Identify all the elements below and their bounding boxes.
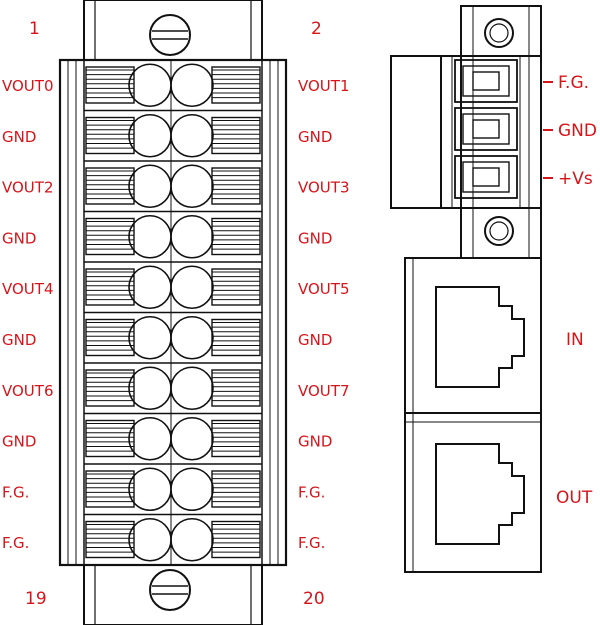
- right-pin-label: GND: [298, 331, 332, 349]
- pin-number-1: 1: [29, 19, 40, 39]
- left-pin-label: GND: [2, 433, 36, 451]
- power-terminal: [454, 107, 518, 151]
- pin-row: [84, 311, 262, 360]
- top-mount-hole-icon: [484, 18, 514, 48]
- pin-row: [84, 160, 262, 209]
- pin-row: [84, 463, 262, 512]
- top-mounting-tab: [83, 0, 263, 61]
- pin-screw-icon: [170, 467, 214, 512]
- pin-screw-icon: [170, 164, 214, 209]
- pin-row: [84, 362, 262, 411]
- pin-screw-icon: [170, 366, 214, 411]
- pin-screw-icon: [128, 214, 172, 259]
- pin-screw-icon: [128, 113, 172, 158]
- right-pin-label: F.G.: [298, 534, 325, 552]
- left-pin-label: VOUT2: [2, 179, 54, 197]
- left-pin-label: GND: [2, 331, 36, 349]
- pin-row: [85, 63, 261, 108]
- power-connector-labels: F.G. GND +Vs: [543, 73, 597, 189]
- pin-row: [84, 210, 262, 259]
- power-connector-label: +Vs: [558, 169, 593, 189]
- right-pin-label: GND: [298, 128, 332, 146]
- power-plug-body: [390, 55, 542, 209]
- pin-row: [84, 513, 262, 562]
- power-terminal: [454, 59, 518, 103]
- pin-number-2: 2: [311, 19, 322, 39]
- bottom-mounting-tab: [83, 564, 263, 625]
- left-pin-label: GND: [2, 128, 36, 146]
- power-terminals: [454, 59, 518, 199]
- left-pin-label: VOUT0: [2, 77, 54, 95]
- terminal-block: [58, 0, 288, 625]
- left-pin-label: F.G.: [2, 534, 29, 552]
- pin-row: [84, 412, 262, 461]
- right-pin-label: GND: [298, 229, 332, 247]
- pin-cells: [83, 60, 263, 565]
- right-pin-label: VOUT7: [298, 382, 350, 400]
- right-pin-label: GND: [298, 433, 332, 451]
- power-terminal: [454, 155, 518, 199]
- pin-screw-icon: [128, 265, 172, 310]
- left-pin-label: VOUT6: [2, 382, 54, 400]
- pin-screw-icon: [128, 517, 172, 562]
- right-pin-label: F.G.: [298, 483, 325, 501]
- rj45-in-port: [404, 257, 542, 414]
- power-connector-label: GND: [558, 121, 597, 141]
- left-pin-label: VOUT4: [2, 280, 54, 298]
- pin-screw-icon: [170, 63, 214, 108]
- bottom-mount-hole-icon: [484, 216, 514, 246]
- pin-row: [84, 261, 262, 310]
- port-in-label: IN: [566, 330, 584, 350]
- pin-screw-icon: [128, 366, 172, 411]
- terminal-block-body: [58, 58, 288, 567]
- top-screw-icon: [149, 14, 191, 56]
- pin-screw-icon: [170, 517, 214, 562]
- pin-screw-icon: [170, 113, 214, 158]
- right-pin-label: VOUT5: [298, 280, 350, 298]
- pin-number-20: 20: [303, 589, 325, 609]
- pin-screw-icon: [128, 63, 172, 108]
- pin-screw-icon: [170, 416, 214, 461]
- pin-screw-icon: [170, 214, 214, 259]
- left-pin-label: F.G.: [2, 483, 29, 501]
- port-out-label: OUT: [556, 488, 593, 508]
- pin-screw-icon: [128, 315, 172, 360]
- left-pin-label: GND: [2, 229, 36, 247]
- rj45-out-port: [404, 412, 542, 573]
- pin-row: [84, 109, 262, 158]
- right-module: [390, 5, 542, 573]
- right-pin-label: VOUT3: [298, 179, 350, 197]
- pin-screw-icon: [128, 416, 172, 461]
- bottom-screw-icon: [149, 569, 191, 611]
- power-connector-label: F.G.: [558, 73, 589, 93]
- pin-screw-icon: [128, 467, 172, 512]
- pin-screw-icon: [170, 315, 214, 360]
- pin-screw-icon: [170, 265, 214, 310]
- pin-number-19: 19: [25, 589, 47, 609]
- pin-screw-icon: [128, 164, 172, 209]
- right-pin-label: VOUT1: [298, 77, 350, 95]
